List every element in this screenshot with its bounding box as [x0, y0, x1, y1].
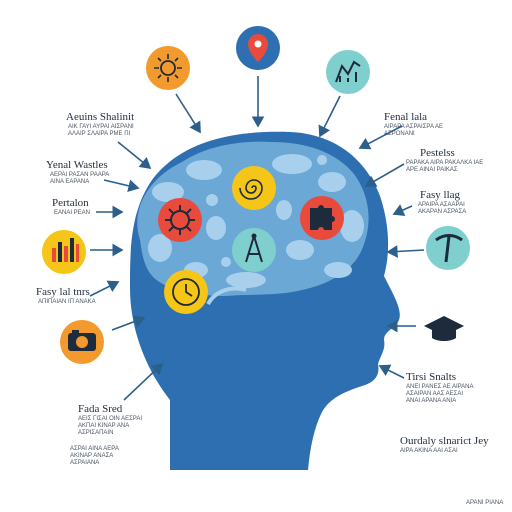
label-title-10: Ourdaly slnarict Jey	[400, 435, 489, 447]
label-sub-8a: ΑΡΑΙΡΑ ΑΣΑΑΡΑΙ	[418, 202, 465, 208]
label-sub-10a: ΑΙΡΑ ΑΚΙΝΑ ΑΑΙ ΑΣΑΙ	[400, 448, 458, 454]
label-title-6: Fenal lala	[384, 111, 428, 123]
label-title-4: Fasy lal tnrs	[36, 286, 90, 298]
label-sub-2a: ΑΕΡΑΙ ΡΑΣΑΝ ΡΑΑΡΑ	[50, 172, 110, 178]
camera-icon	[60, 320, 104, 364]
label-sub-11a: ΑΣΡΑΙ ΑΙΝΑ ΑΕΡΑ	[70, 446, 119, 452]
label-sub-5a: ΑΕΙΣ ΓΙΣΑΙ ΟΙΝ ΑΕΣΡΑΙ	[78, 416, 143, 422]
label-sub-9c: ΑΝΑΙ ΑΡΑΝΑ ΑΝΙΑ	[406, 398, 457, 404]
label-title-1: Aeuins Shalinit	[66, 111, 135, 123]
compass-icon	[232, 228, 276, 272]
label-title-5: Fada Sred	[78, 403, 123, 415]
puzzle-icon	[300, 196, 344, 240]
label-sub-1b: ΑΛΑΙΡ ΣΛΑΙΡΑ ΡΜΕ ΠΙ	[68, 131, 131, 137]
label-sub-6b: ΑΣΡΟΝΑΝΙ	[384, 131, 415, 137]
label-sub-7b: ΑΡΕ ΑΙΝΑΙ ΡΑΙΚΑΣ	[406, 167, 458, 173]
label-title-3: Pertalon	[52, 197, 89, 209]
label-sub-2b: ΑΙΝΑ ΕΑΡΑΝΑ	[50, 179, 90, 185]
pickaxe-icon	[426, 226, 470, 270]
label-title-2: Yenal Wastles	[46, 159, 108, 171]
label-sub-3a: ΕΑΝΑΙ ΡΕΑΝ	[54, 210, 91, 216]
label-sub-1a: ΑΙΚ ΓΑΥΙ ΑΥΡΑΙ ΑΙΣΡΑΝΙ	[68, 124, 134, 130]
label-sub-4a: ΑΠΙΠΑΙΑΝ ΙΠ ΑΝΑΚΑ	[38, 299, 96, 305]
spiral-icon	[232, 166, 276, 210]
credit-text: ΑΡΑΝΙ ΡΙΑΝΑ	[466, 500, 504, 506]
location-pin-icon	[236, 26, 280, 70]
label-sub-6a: ΑΙΡΑΡΑ ΑΣΡΑΙΣΡΑ ΑΕ	[384, 124, 444, 130]
label-sub-9b: ΑΣΑΙΡΑΝ ΑΑΣ ΑΕΣΑΙ	[406, 391, 464, 397]
label-title-9: Tirsi Snalts	[406, 371, 457, 383]
bar-chart-icon	[42, 230, 86, 274]
brain-shape	[137, 141, 369, 296]
label-sub-7a: ΡΑΡΑΚΑ ΑΙΡΑ ΡΑΚΑΛΚΑ ΙΑΕ	[406, 160, 484, 166]
label-title-7: Pestelss	[420, 147, 455, 159]
clock-icon	[164, 270, 208, 314]
label-sub-9a: ΑΝΕΙ ΡΑΝΕΣ ΑΕ ΑΙΡΑΝΑ	[406, 384, 474, 390]
brain-folds	[148, 154, 364, 288]
graduation-cap-icon	[424, 316, 464, 341]
label-sub-5b: ΑΚΠΑΙ ΚΙΝΑΡ ΑΝΑ	[78, 423, 130, 429]
label-sub-8b: ΑΚΑΡΑΝ ΑΣΡΑΣΑ	[418, 209, 467, 215]
label-title-8: Fasy llag	[420, 189, 461, 201]
label-sub-11b: ΑΚΙΝΑΡ ΑΝΑΣΑ	[70, 453, 114, 459]
gear-icon	[158, 198, 202, 242]
sun-icon	[146, 46, 190, 90]
label-sub-5c: ΑΣΡΙΣΑΠΑΙΝ	[78, 430, 114, 436]
label-sub-11c: ΑΣΡΑΙΑΝΑ	[70, 460, 100, 466]
connector-arrows	[89, 76, 425, 401]
trend-chart-icon	[326, 50, 370, 94]
